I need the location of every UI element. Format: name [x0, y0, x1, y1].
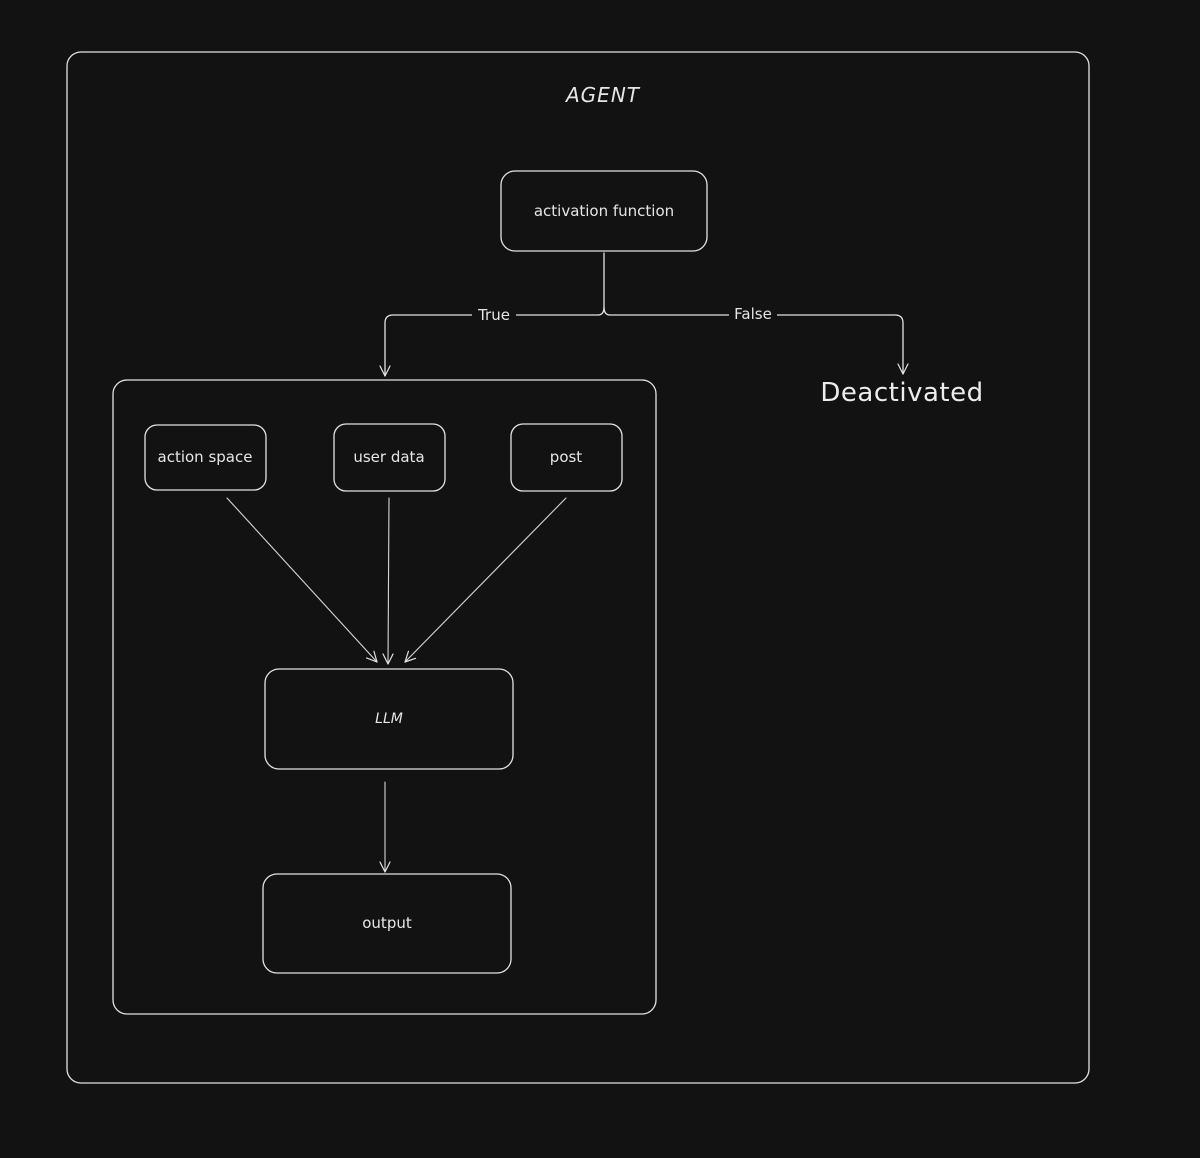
agent-title: AGENT [564, 83, 641, 107]
action-space-node[interactable]: action space [144, 424, 267, 491]
activation-function-node[interactable]: activation function [500, 170, 708, 252]
output-label: output [362, 914, 412, 932]
edge-true-label: True [477, 306, 510, 324]
branch-join [603, 306, 611, 316]
post-node[interactable]: post [510, 423, 623, 492]
user-data-label: user data [353, 448, 424, 466]
output-node[interactable]: output [262, 873, 512, 974]
post-label: post [550, 448, 583, 466]
arrow-user-data-to-llm [382, 497, 394, 665]
edge-false-label: False [734, 305, 772, 323]
agent-container [66, 51, 1090, 1084]
arrow-post-to-llm [404, 497, 567, 663]
edge-false-label-group: False [729, 303, 777, 325]
edge-false [609, 314, 909, 375]
llm-node[interactable]: LLM [264, 668, 514, 770]
deactivated-label: Deactivated [820, 378, 983, 408]
llm-label: LLM [375, 711, 403, 727]
edge-true [379, 314, 599, 377]
action-space-label: action space [158, 448, 253, 466]
processing-container [112, 379, 657, 1015]
user-data-node[interactable]: user data [333, 423, 446, 492]
branch-stem [597, 252, 605, 316]
arrow-action-space-to-llm [226, 497, 378, 663]
edge-true-label-group: True [472, 304, 516, 326]
activation-function-label: activation function [534, 202, 674, 220]
